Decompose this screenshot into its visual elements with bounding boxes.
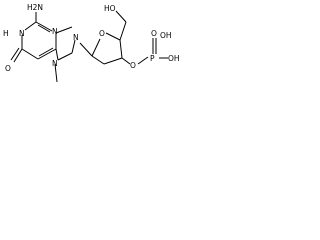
bond-c1prime-o <box>91 38 101 57</box>
bond-c4-n9 <box>55 26 73 34</box>
bond-c6-o <box>13 48 23 63</box>
bond-o-p <box>137 56 149 65</box>
bond-n1-c2 <box>24 21 37 31</box>
purine-ring-system <box>10 12 76 83</box>
bond-c2-n3-double <box>37 24 51 33</box>
bond-c6-o-double <box>10 47 20 61</box>
atom-o-double: O <box>151 29 157 38</box>
atom-labels: H2N H N N O N N O HO O P O OH OH <box>3 3 180 73</box>
bond-c4-c5-double <box>38 47 54 57</box>
atom-h2n: H2N <box>27 3 43 12</box>
bond-n7-methyl <box>54 63 58 83</box>
chemical-structure-diagram: H2N H N N O N N O HO O P O OH OH <box>3 3 180 83</box>
bond-c4-c5 <box>37 48 57 60</box>
bond-c8-n7 <box>57 52 73 61</box>
bond-c2-n3 <box>35 21 53 32</box>
atom-n7: N <box>52 59 58 68</box>
atom-ho: HO <box>104 4 116 13</box>
bond-n9-c8 <box>71 39 76 54</box>
bond-c2prime-c1prime <box>91 55 105 65</box>
atom-n3: N <box>52 27 58 36</box>
atom-p: P <box>150 54 155 63</box>
deoxyribose-ring <box>79 10 131 65</box>
bond-c3prime-c2prime <box>103 57 123 65</box>
bond-n7-c5 <box>55 48 59 61</box>
atom-o-ester: O <box>130 61 136 70</box>
atom-ring-o: O <box>99 29 105 38</box>
bond-c5-c6 <box>21 48 39 60</box>
atom-n9: N <box>73 33 79 42</box>
bond-n9-c1prime <box>79 42 93 57</box>
structure-canvas: H2N H N N O N N O HO O P O OH OH <box>0 0 188 102</box>
atom-oh-top: OH <box>160 31 172 40</box>
atom-o6: O <box>5 64 11 73</box>
bond-c4prime-c3prime <box>119 39 123 59</box>
phosphate-group <box>137 38 168 65</box>
atom-oh-right: OH <box>168 54 180 63</box>
bond-c4prime-c5prime <box>119 21 127 41</box>
bond-c3prime-o <box>121 57 131 65</box>
atom-n1: N <box>19 29 25 38</box>
atom-h-n1: H <box>3 29 9 38</box>
bond-c5prime-oh <box>115 10 127 23</box>
bond-o-c4prime <box>105 32 121 41</box>
